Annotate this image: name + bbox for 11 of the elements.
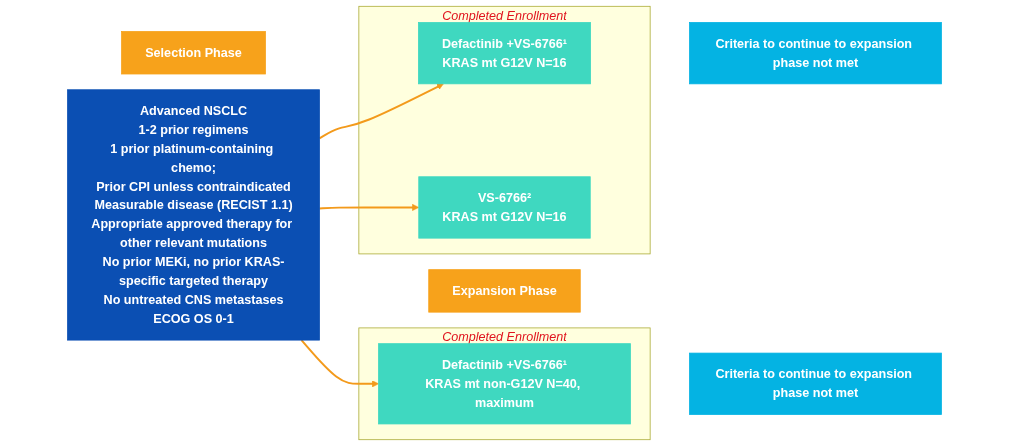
node-box: Expansion Phase	[428, 269, 581, 313]
node-box: Defactinib +VS-6766¹ KRAS mt G12V N=16	[418, 22, 591, 85]
node-box: Criteria to continue to expansion phase not met	[689, 22, 942, 85]
node-box: Criteria to continue to expansion phase not met	[689, 352, 942, 415]
node-box: Defactinib +VS-6766¹ KRAS mt non-G12V N=40, maximum	[378, 343, 631, 425]
node-box: Selection Phase	[121, 31, 266, 75]
arrow	[318, 204, 420, 211]
node-box: Advanced NSCLC 1-2 prior regimens 1 prior platinum-containing chemo; Prior CPI unless contraindicated Measurable disease (RECIST 1.1) Appropriate approved therapy for other relevant mutations No prior MEKi, no prior KRAS-specific targeted therapy No untreated CNS metastases ECOG OS 0-1	[67, 89, 320, 341]
arrow	[300, 339, 379, 388]
node-box: VS-6766² KRAS mt G12V N=16	[418, 176, 591, 239]
arrow	[318, 83, 444, 140]
